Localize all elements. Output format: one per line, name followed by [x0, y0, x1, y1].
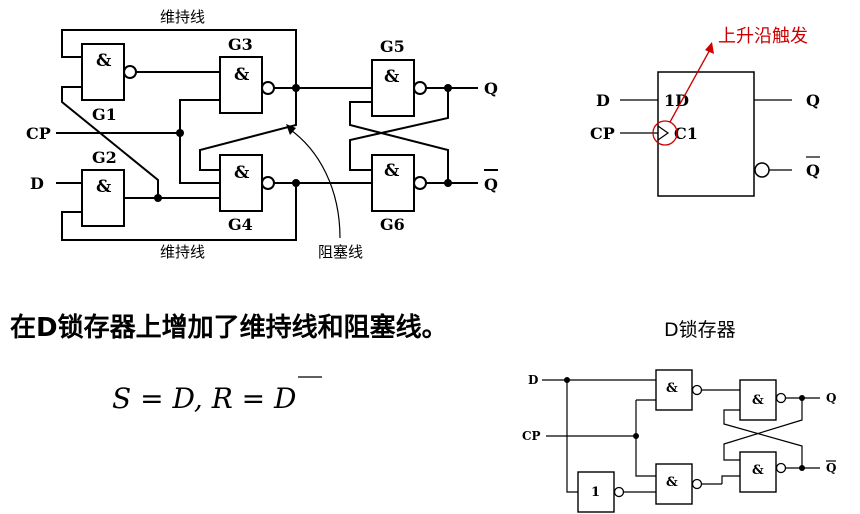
gate-g6-bubble: [413, 176, 427, 190]
gate-g6-symbol: &: [384, 161, 400, 181]
gate-g3-bubble: [261, 81, 275, 95]
wire-cross-q: [349, 88, 449, 171]
gate-g5-symbol: &: [384, 67, 400, 87]
flipflop-symbol: D 1D CP C1 上升沿触发 Q Q: [590, 26, 820, 197]
main-caption: 在D锁存器上增加了维持线和阻塞线。: [10, 312, 448, 343]
gate-g2-label: G2: [92, 148, 117, 167]
gate-g1-label: G1: [92, 105, 117, 124]
rising-edge-highlight: [652, 120, 678, 146]
gate-g4-symbol: &: [234, 163, 250, 183]
hold-line-top-label: 维持线: [160, 8, 205, 26]
wire-cp-g3: [179, 99, 220, 133]
gate-g2-symbol: &: [96, 177, 112, 197]
rising-edge-arrowhead: [705, 42, 714, 54]
wire-cp-g4: [179, 133, 220, 184]
latch-sr-lower: [739, 451, 777, 493]
gate-g4-bubble: [261, 176, 275, 190]
rising-edge-label: 上升沿触发: [718, 26, 808, 47]
block-line-arrowhead: [286, 124, 296, 135]
latch-cross-qbar: [723, 409, 803, 468]
latch-cross-q: [723, 398, 803, 461]
latch-not-symbol: 1: [591, 485, 600, 500]
gate-g2: [81, 169, 125, 227]
input-d-label: D: [30, 174, 44, 193]
latch-d-label: D: [528, 373, 538, 387]
latch-and-lower-symbol: &: [666, 475, 678, 490]
symbol-q-label: Q: [806, 91, 820, 110]
gate-g5-bubble: [413, 81, 427, 95]
gate-g6: [371, 154, 415, 212]
latch-and-lower-bubble: [691, 478, 703, 490]
latch-sr-upper-symbol: &: [752, 393, 764, 408]
rising-edge-pointer: [669, 45, 713, 123]
block-line-label: 阻塞线: [318, 243, 363, 261]
gate-g1-symbol: &: [96, 51, 112, 71]
gate-g1-bubble: [123, 65, 137, 79]
latch-cp-label: CP: [522, 429, 541, 443]
gate-g3: [219, 56, 263, 114]
d-latch-diagram: D CP 1 & & & Q &: [522, 369, 836, 513]
hold-line-top-wire: [61, 29, 297, 88]
block-line-wire: [199, 88, 297, 171]
gate-g5-label: G5: [380, 37, 405, 56]
symbol-box: [657, 71, 755, 197]
symbol-c1-label: C1: [674, 124, 698, 143]
hold-line-bottom-label: 维持线: [160, 243, 205, 261]
block-line-arrow: [287, 127, 341, 239]
latch-title: D锁存器: [664, 319, 736, 341]
latch-not-bubble: [613, 486, 625, 498]
symbol-1d-label: 1D: [664, 91, 689, 110]
output-q-label: Q: [484, 79, 498, 98]
main-circuit: & G1 & G2 CP D & G3 & G4: [26, 8, 498, 261]
latch-and-upper-bubble: [691, 384, 703, 396]
latch-sr-upper: [739, 379, 777, 421]
output-qbar-label: Q: [484, 175, 498, 194]
junction-g4-out: [292, 179, 300, 187]
symbol-clock-triangle: [657, 125, 670, 141]
wire-g1-cross: [61, 86, 159, 198]
gate-g3-label: G3: [228, 35, 253, 54]
gate-g4-label: G4: [228, 215, 253, 234]
symbol-d-label: D: [596, 91, 610, 110]
latch-sr-lower-symbol: &: [752, 463, 764, 478]
latch-q-label: Q: [826, 391, 836, 405]
latch-not-gate: [577, 471, 615, 513]
latch-cp-branch: [635, 400, 656, 477]
latch-and-upper: [655, 369, 693, 411]
latch-sr-lower-bubble: [775, 462, 787, 474]
symbol-qbar-label: Q: [806, 161, 820, 180]
latch-qbar-label: Q: [826, 461, 836, 475]
hold-line-bottom-wire: [61, 183, 297, 241]
gate-g6-label: G6: [380, 215, 405, 234]
latch-d-to-not: [566, 380, 578, 493]
latch-sr-upper-bubble: [775, 392, 787, 404]
equation: S = D, R = D: [112, 382, 297, 415]
latch-lower-to-sr: [721, 475, 740, 484]
symbol-cp-label: CP: [590, 124, 615, 143]
symbol-qbar-bubble: [754, 162, 770, 178]
gate-g5: [371, 59, 415, 117]
input-cp-label: CP: [26, 124, 51, 143]
wire-cross-qbar: [349, 101, 449, 183]
latch-and-upper-symbol: &: [666, 381, 678, 396]
gate-g3-symbol: &: [234, 65, 250, 85]
